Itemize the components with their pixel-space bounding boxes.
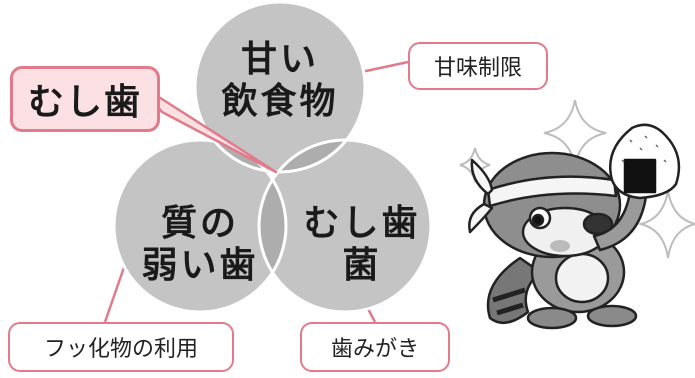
circle-bacteria [259,140,431,312]
label-fluoride: フッ化物の利用 [8,322,234,372]
circle-text-line: 弱い歯 [141,244,259,286]
circle-text-line: 菌 [342,244,382,286]
mascot-holding-onigiri-icon [468,123,681,330]
circle-text-line: 質の [160,202,239,244]
circle-text-line: 飲食物 [221,80,339,122]
circle-text-line: 甘い [240,38,319,80]
label-sugar-limit: 甘味制限 [408,42,548,90]
circle-text-bacteria: むし歯 菌 [282,202,442,286]
circle-sweets [195,2,365,172]
circle-text-line: むし歯 [303,202,421,244]
circle-text-sweets: 甘い 飲食物 [200,38,360,122]
circle-text-weak-teeth: 質の 弱い歯 [120,202,280,286]
venn-circles [114,2,431,312]
main-label-caries: むし歯 [10,66,160,132]
circle-weak-teeth [114,140,286,312]
label-brushing: 歯みがき [300,322,450,372]
